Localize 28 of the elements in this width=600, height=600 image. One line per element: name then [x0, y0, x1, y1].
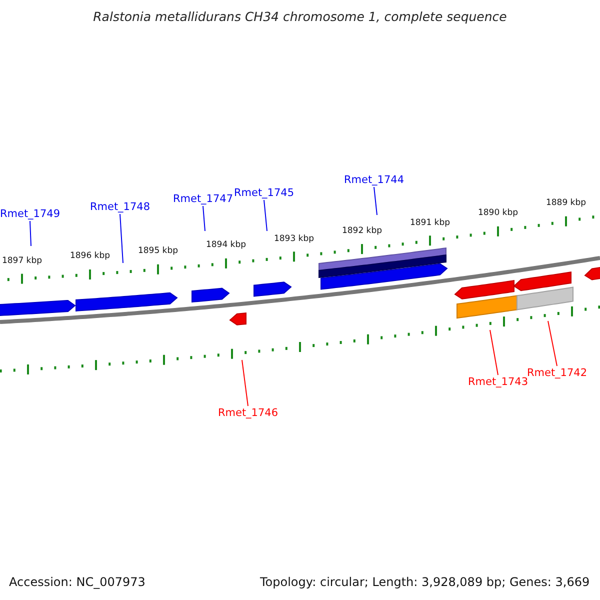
gene-label: Rmet_1743: [468, 376, 528, 388]
leader-line: [120, 214, 124, 264]
scale-label: 1897 kbp: [2, 256, 42, 266]
genome-info-text: Topology: circular; Length: 3,928,089 bp; Genes: 3,669: [260, 576, 590, 590]
leader-line: [548, 320, 558, 366]
gene-label: Rmet_1749: [0, 208, 60, 220]
leader-line: [30, 220, 32, 246]
gene-label: Rmet_1742: [526, 367, 588, 379]
leader-line: [242, 360, 248, 406]
scale-label: 1896 kbp: [70, 252, 110, 262]
scale-label: 1889 kbp: [546, 199, 586, 209]
scale-label: 1892 kbp: [342, 227, 382, 236]
scale-label: 1893 kbp: [274, 234, 314, 244]
scale-label: 1895 kbp: [138, 247, 178, 257]
title: Ralstonia metallidurans CH34 chromosome 1, complete sequence: [92, 10, 508, 24]
leader-line: [264, 200, 268, 232]
gene-label: Rmet_1744: [344, 174, 404, 186]
scale-label: 1894 kbp: [206, 241, 246, 251]
leader-line: [490, 330, 498, 376]
gene-label: Rmet_1748: [90, 201, 150, 213]
scale-label: 1891 kbp: [410, 218, 450, 228]
gene-label: Rmet_1745: [234, 187, 294, 199]
scale-label: 1890 kbp: [478, 209, 518, 219]
leader-line: [374, 186, 378, 216]
gene-label: Rmet_1746: [218, 407, 278, 419]
gene-label: Rmet_1747: [172, 193, 234, 205]
leader-line: [202, 206, 206, 232]
accession-text: Accession: NC_007973: [9, 576, 146, 590]
